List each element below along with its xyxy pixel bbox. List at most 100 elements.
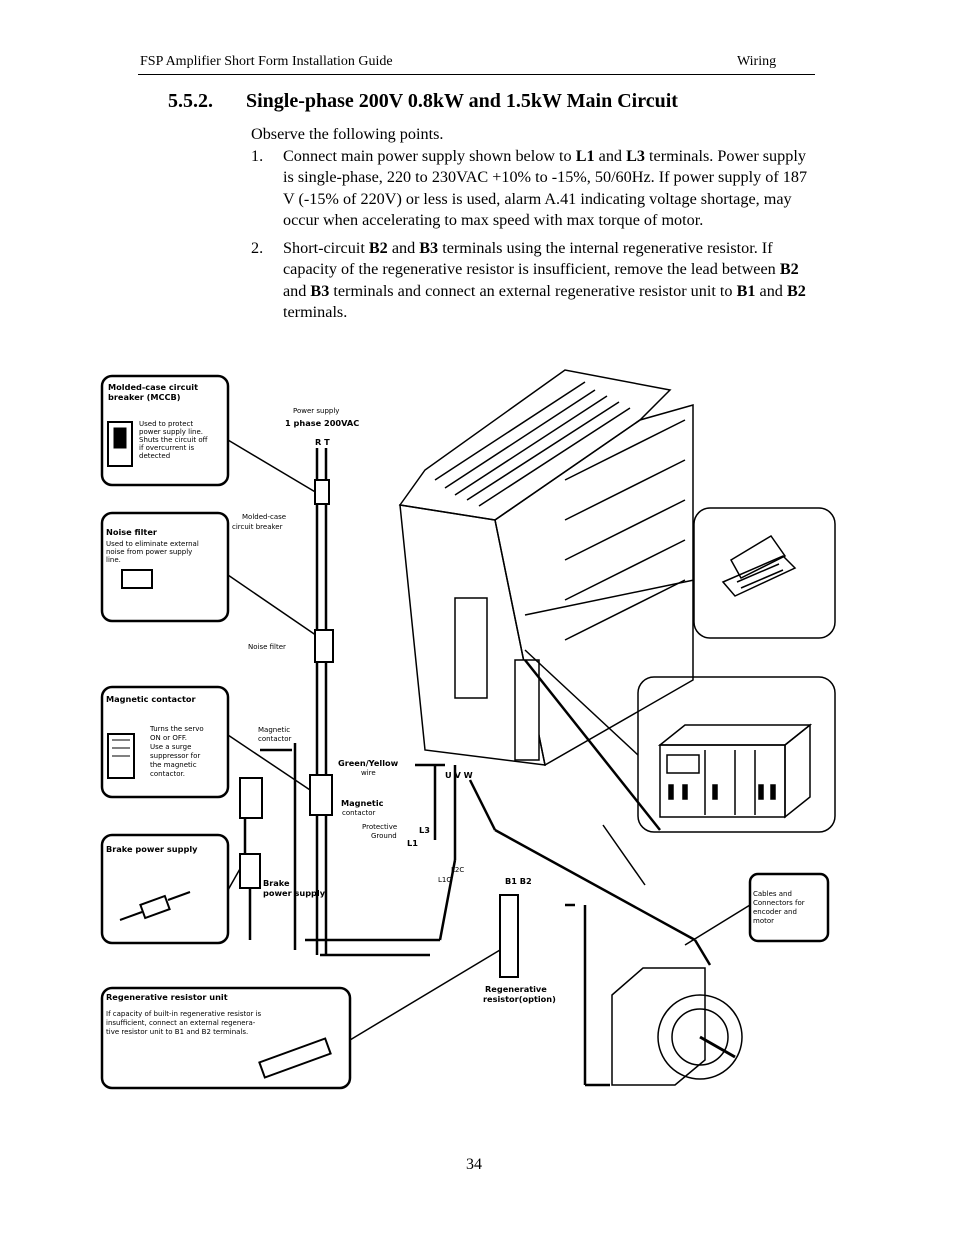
noise-filter-device-icon: [121, 569, 153, 589]
terminal-ref: B2: [786, 281, 806, 300]
magnetic-contactor-label: contactor: [258, 735, 291, 743]
item-text: Short-circuit: [283, 238, 369, 257]
regenerative-resistor-drawing: [499, 894, 519, 978]
item-text: terminals and connect an external regene…: [329, 281, 737, 300]
green-yellow-label: wire: [361, 769, 376, 777]
terminal-ref: L1: [575, 146, 595, 165]
cable-desc: encoder and: [753, 908, 797, 916]
noise-filter-desc: Used to eliminate external: [106, 540, 199, 548]
brake-label: Brake: [263, 878, 290, 888]
l1c-label: L1C: [438, 876, 451, 884]
servo-amplifier-drawing: [398, 369, 694, 767]
section-title-text: Single-phase 200V 0.8kW and 1.5kW Main C…: [246, 90, 678, 112]
regen-option-label: Regenerative: [485, 984, 547, 994]
mccb-desc: if overcurrent is: [139, 444, 195, 452]
terminal-ref: L3: [626, 146, 645, 165]
noise-filter-callout-box: [100, 511, 230, 623]
power-supply-label: 1 phase 200VAC: [285, 418, 359, 428]
mccb-label: Molded-case: [242, 513, 286, 521]
mccb-desc: Shuts the circuit off: [139, 436, 208, 444]
contactor-desc: the magnetic: [150, 761, 197, 769]
intro-text: Observe the following points.: [251, 125, 444, 143]
contactor-callout-box: [100, 685, 230, 799]
noise-filter-desc: noise from power supply: [106, 548, 192, 556]
mccb-desc: Used to protect: [139, 420, 193, 428]
header-section: Wiring: [737, 54, 777, 69]
page-number: 34: [466, 1156, 482, 1173]
power-supply-label: Power supply: [293, 407, 339, 415]
brake-device-icon: [139, 894, 171, 920]
cable-desc: Connectors for: [753, 899, 805, 907]
protective-ground-label: Protective: [362, 823, 397, 831]
regen-desc: insufficient, connect an external regene…: [106, 1019, 256, 1027]
mccb-callout-box: [100, 374, 230, 487]
brake-label: power supply: [263, 888, 326, 898]
contactor-desc: Turns the servo: [149, 725, 204, 733]
noise-filter-title: Noise filter: [106, 527, 158, 537]
cable-callout-box: [748, 872, 830, 943]
mccb-desc: detected: [139, 452, 170, 460]
mccb-label: circuit breaker: [232, 523, 283, 531]
terminal-ref: B2: [368, 238, 388, 257]
b1b2-label: B1 B2: [505, 876, 532, 886]
brake-title: Brake power supply: [106, 844, 198, 854]
item-text: terminals. Power supply is single-phase,…: [283, 146, 808, 230]
rt-label: R T: [315, 437, 330, 447]
wiring-diagram: Molded-case circuit breaker (MCCB) Used …: [95, 360, 840, 1095]
mccb-device-icon: [107, 421, 133, 467]
wiring-diagram-svg: Molded-case circuit breaker (MCCB) Used …: [100, 369, 836, 1090]
item-text: and: [594, 146, 627, 165]
magnetic-contactor-label: Magnetic: [258, 726, 290, 734]
noise-filter-label: Noise filter: [248, 643, 286, 651]
terminal-ref: B1: [736, 281, 756, 300]
terminal-ref: B3: [310, 281, 330, 300]
noise-filter-desc: line.: [106, 556, 121, 564]
body-text: Observe the following points. 1. Connect…: [251, 124, 811, 324]
contactor-desc: ON or OFF.: [150, 734, 187, 742]
green-yellow-label: Green/Yellow: [338, 758, 399, 768]
regen-desc: If capacity of built-in regenerative res…: [106, 1010, 262, 1018]
contactor-desc: suppressor for: [150, 752, 200, 760]
l1-label: L1: [407, 838, 418, 848]
cable-desc: Cables and: [753, 890, 792, 898]
terminal-ref: B3: [419, 238, 439, 257]
mccb-title-2: breaker (MCCB): [108, 392, 181, 402]
protective-ground-label: Ground: [371, 832, 397, 840]
contactor-device-icon: [107, 733, 135, 779]
list-number: 2.: [251, 238, 264, 257]
list-item: 2. Short-circuit B2 and B3 terminals usi…: [251, 238, 811, 324]
item-text: terminals using the internal regenerativ…: [283, 238, 780, 279]
contactor-title: Magnetic contactor: [106, 694, 196, 704]
l3-label: L3: [419, 825, 430, 835]
regen-title: Regenerative resistor unit: [106, 992, 228, 1002]
cable-desc: motor: [753, 917, 774, 925]
magnetic-contactor-label-2: contactor: [342, 809, 375, 817]
regen-option-label: resistor(option): [483, 994, 556, 1004]
section-number: 5.5.2.: [168, 90, 213, 112]
contactor-desc: Use a surge: [150, 743, 191, 751]
regen-desc: tive resistor unit to B1 and B2 terminal…: [106, 1028, 248, 1036]
section-title: 5.5.2. Single-phase 200V 0.8kW and 1.5kW …: [168, 90, 678, 113]
item-text: Connect main power supply shown below to: [283, 146, 576, 165]
mccb-desc: power supply line.: [139, 428, 203, 436]
mccb-title: Molded-case circuit: [108, 382, 198, 392]
item-text: and: [387, 238, 420, 257]
list-number: 1.: [251, 146, 264, 165]
regen-callout-box: [100, 986, 352, 1090]
item-text: and: [755, 281, 787, 300]
laptop-icon: [721, 534, 797, 597]
contactor-desc: contactor.: [150, 770, 185, 778]
l2c-label: L2C: [451, 866, 464, 874]
header-title: FSP Amplifier Short Form Installation Gu…: [140, 54, 393, 69]
regen-device-icon: [258, 1037, 332, 1079]
uvw-label: U V W: [445, 770, 473, 780]
pc-callout-box: [693, 507, 836, 639]
magnetic-contactor-label-2: Magnetic: [341, 798, 384, 808]
terminal-ref: B2: [779, 260, 799, 278]
servo-motor-drawing: [611, 967, 743, 1086]
item-text: terminals.: [283, 303, 348, 321]
controller-rack-icon: [657, 723, 813, 819]
header-rule: [138, 74, 815, 75]
item-text: and: [283, 281, 311, 300]
list-item: 1. Connect main power supply shown below…: [251, 146, 811, 232]
